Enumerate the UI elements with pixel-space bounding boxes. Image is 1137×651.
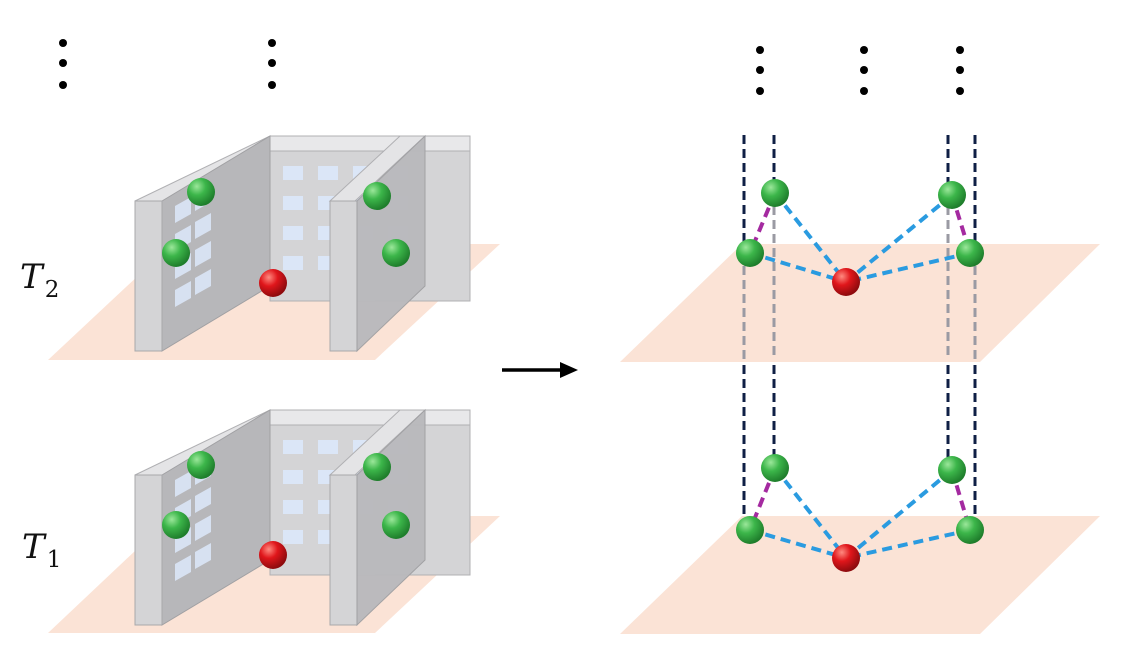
sensor-node [382, 511, 410, 539]
ground-plane-right-t2 [620, 244, 1100, 362]
transform-arrow-icon [502, 362, 578, 378]
ellipsis-dots-left-1 [59, 39, 67, 89]
central-node [832, 268, 860, 296]
building-scene-t1 [48, 409, 500, 633]
sensor-node [382, 239, 410, 267]
sensor-node [956, 239, 984, 267]
graph-nodes-t2 [736, 179, 984, 296]
sensor-node [162, 239, 190, 267]
time-label-t1: T1 [22, 527, 61, 573]
sensor-node [956, 516, 984, 544]
ellipsis-dots-right-3 [956, 46, 964, 95]
sensor-node [938, 181, 966, 209]
central-node [259, 269, 287, 297]
graph-nodes-t1 [736, 454, 984, 572]
ellipsis-dots-right-2 [860, 46, 868, 95]
ellipsis-dots-right-1 [756, 46, 764, 95]
sensor-node [736, 516, 764, 544]
sensor-node [363, 182, 391, 210]
sensor-node [761, 179, 789, 207]
time-label-t2: T2 [20, 257, 59, 303]
sensor-node [363, 453, 391, 481]
temporal-edges-occluded [742, 206, 977, 360]
sensor-node [938, 456, 966, 484]
ground-plane-right-t1 [620, 516, 1100, 634]
building-scene-t2 [48, 135, 500, 360]
sensor-node [761, 454, 789, 482]
ellipsis-dots-left-2 [268, 39, 276, 89]
central-node [832, 544, 860, 572]
sensor-node [187, 178, 215, 206]
sensor-node [736, 239, 764, 267]
sensor-node [162, 511, 190, 539]
central-node [259, 541, 287, 569]
sensor-node [187, 451, 215, 479]
